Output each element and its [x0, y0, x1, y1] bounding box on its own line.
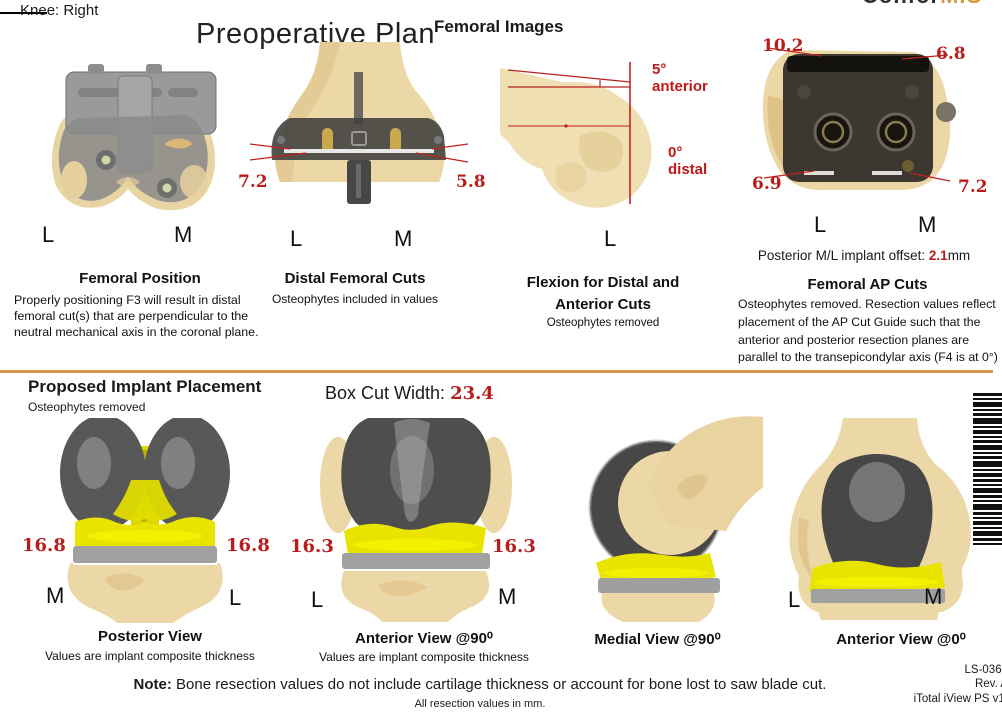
anterior-view-0-label-right: M — [924, 584, 943, 609]
anterior-view-90-value-right: 16.3 — [492, 536, 536, 557]
ap-cut-value-top-left: 10.2 — [762, 36, 804, 56]
posterior-view-value-left: 16.8 — [22, 535, 66, 556]
distal-cut-value-left: 7.2 — [238, 172, 268, 192]
femoral-ap-cuts-image — [762, 47, 956, 191]
panel2-description: Osteophytes included in values — [271, 292, 439, 306]
box-cut-width-label: Box Cut Width: — [325, 383, 446, 403]
anterior-view-90-label-left: L — [311, 587, 324, 612]
knee-side-label: Knee: Right — [20, 2, 99, 19]
anterior-view-90-image — [320, 418, 512, 622]
box-cut-width-value: 23.4 — [450, 383, 494, 404]
top-border-line — [0, 12, 47, 14]
document-software-line: iTotal iView PS v1. — [913, 692, 1002, 705]
section-title-femoral-images: Femoral Images — [434, 17, 564, 36]
footer-note: Note: Bone resection values do not inclu… — [60, 676, 900, 693]
panel2-label-left: L — [290, 226, 303, 251]
box-cut-width-line: Box Cut Width: 23.4 — [325, 383, 494, 404]
barcode — [973, 393, 1002, 545]
ap-cut-value-bottom-left: 6.9 — [752, 174, 782, 194]
panel4-label-left: L — [814, 212, 827, 237]
distal-femoral-cuts-image — [249, 42, 469, 204]
section-divider — [0, 370, 993, 373]
logo-text-dark: Confor — [862, 0, 940, 8]
ap-cut-value-top-right: 6.8 — [936, 44, 966, 64]
footer-note-text: Bone resection values do not include car… — [176, 676, 827, 693]
panel3-label-left: L — [604, 226, 617, 251]
panel4-caption: Femoral AP Cuts — [807, 276, 928, 293]
panel1-label-left: L — [42, 222, 55, 247]
ap-cut-value-bottom-right: 7.2 — [958, 177, 988, 197]
panel4-description: Osteophytes removed. Resection values re… — [738, 297, 998, 365]
panel2-caption: Distal Femoral Cuts — [284, 270, 426, 287]
panel2-label-right: M — [394, 226, 413, 251]
posterior-view-value-right: 16.8 — [226, 535, 270, 556]
panel1-label-right: M — [174, 222, 193, 247]
posterior-offset-unit: mm — [947, 248, 971, 263]
anterior-view-90-description: Values are implant composite thickness — [319, 650, 529, 664]
section-title-implant-placement: Proposed Implant Placement — [28, 377, 262, 396]
footer-note-label: Note: — [133, 676, 172, 693]
flexion-anterior-annotation: 5° anterior — [652, 61, 708, 95]
anterior-view-0-label-left: L — [788, 587, 801, 612]
panel1-description: Properly positioning F3 will result in d… — [14, 293, 259, 340]
logo-text-orange: MIS — [940, 0, 982, 8]
medial-view-90-image — [588, 416, 763, 622]
panel4-label-right: M — [918, 212, 937, 237]
posterior-view-caption: Posterior View — [98, 628, 202, 645]
document-id-line: LS-0367 — [964, 664, 1002, 676]
anterior-view-90-label-right: M — [498, 584, 517, 609]
footer-note-sub: All resection values in mm. — [414, 698, 546, 710]
posterior-offset-label: Posterior M/L implant offset: — [757, 248, 926, 263]
distal-cut-value-right: 5.8 — [456, 172, 486, 192]
posterior-view-label-left: M — [46, 583, 65, 608]
flexion-distal-annotation: 0° distal — [668, 144, 708, 178]
conformis-logo: ConforMIS — [862, 0, 1002, 9]
implant-placement-subtitle: Osteophytes removed — [28, 400, 146, 414]
posterior-offset-value: 2.1 — [928, 248, 948, 263]
panel3-caption: Flexion for Distal and Anterior Cuts — [526, 274, 680, 313]
document-rev-line: Rev. A — [974, 678, 1002, 691]
flexion-view-image — [500, 62, 652, 208]
femoral-position-image — [51, 64, 217, 211]
anterior-view-90-value-left: 16.3 — [290, 536, 334, 557]
panel3-description: Osteophytes removed — [546, 317, 660, 329]
anterior-view-0-caption: Anterior View @0⁰ — [836, 631, 966, 648]
posterior-offset-line: Posterior M/L implant offset: 2.1mm — [726, 248, 1002, 263]
posterior-view-image — [60, 418, 230, 623]
anterior-view-90-caption: Anterior View @90⁰ — [355, 630, 493, 647]
medial-view-90-caption: Medial View @90⁰ — [594, 631, 721, 648]
posterior-view-description: Values are implant composite thickness — [45, 649, 255, 663]
panel1-caption: Femoral Position — [79, 270, 201, 287]
posterior-view-label-right: L — [229, 585, 242, 610]
anterior-view-0-image — [789, 418, 971, 620]
document-id-block: LS-0367 Rev. A iTotal iView PS v1. — [846, 663, 1002, 706]
